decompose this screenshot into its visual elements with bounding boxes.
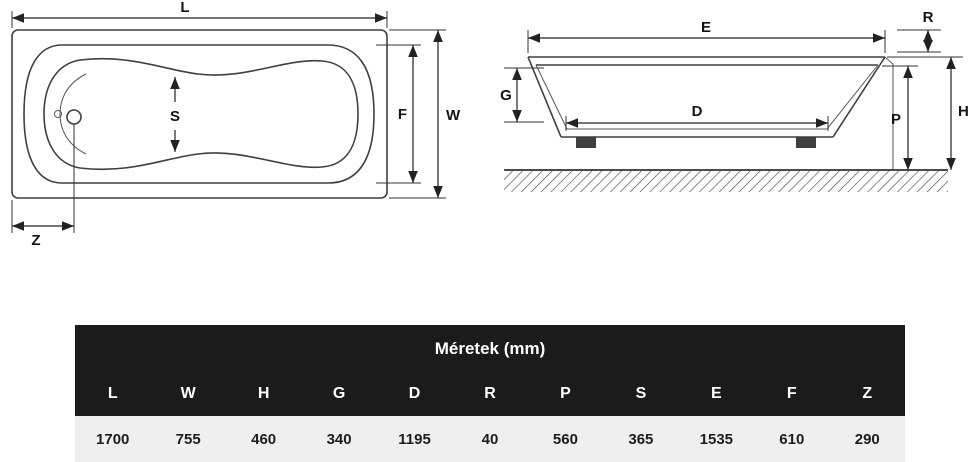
- dim-label-S: S: [170, 108, 180, 125]
- technical-drawing: L W F S Z: [11, 0, 969, 249]
- dim-label-Z: Z: [31, 232, 40, 249]
- column-header: F: [786, 385, 797, 402]
- drain-hole-icon: [54, 110, 62, 118]
- dimensions-table: Méretek (mm) L W H G D R P S E F Z 1700 …: [75, 325, 905, 462]
- ground-hatch: [504, 171, 948, 192]
- dim-label-P: P: [891, 111, 901, 128]
- table-header: Méretek (mm) L W H G D R P S E F Z: [75, 325, 905, 416]
- column-header: Z: [862, 385, 873, 402]
- column-header: E: [711, 385, 722, 402]
- column-header: G: [332, 385, 346, 402]
- value-cell: 365: [628, 430, 654, 448]
- tub-foot: [576, 137, 596, 148]
- dim-label-G: G: [500, 87, 512, 104]
- dim-label-F: F: [398, 106, 407, 123]
- left-inner-wall: [535, 64, 568, 130]
- column-header: H: [257, 385, 270, 402]
- value-cell: 290: [854, 430, 880, 448]
- dim-label-D: D: [692, 103, 703, 120]
- left-outer-wall: [527, 56, 562, 138]
- value-cell: 755: [175, 430, 201, 448]
- value-cell: 560: [552, 430, 578, 448]
- value-cell: 40: [481, 430, 499, 448]
- dim-label-R: R: [923, 9, 934, 26]
- table-values-row: 1700 755 460 340 1195 40 560 365 1535 61…: [75, 416, 905, 462]
- dim-label-L: L: [180, 0, 189, 16]
- value-cell: 1700: [96, 430, 130, 448]
- value-cell: 1535: [699, 430, 734, 448]
- column-header: S: [635, 385, 647, 402]
- table-column-headers: L W H G D R P S E F Z: [75, 372, 905, 416]
- bathtub-top-view: L W F S Z: [11, 0, 461, 249]
- value-cell: 610: [779, 430, 805, 448]
- dim-label-E: E: [701, 19, 711, 36]
- dim-label-W: W: [446, 107, 461, 124]
- dim-label-H: H: [958, 103, 969, 120]
- column-header: P: [560, 385, 571, 402]
- tub-rim-contour: [23, 44, 375, 184]
- value-cell: 340: [326, 430, 352, 448]
- tub-outer-rect: [11, 29, 388, 199]
- overflow-hole-icon: [66, 109, 82, 125]
- rim-lip: [884, 56, 894, 65]
- headrest-contour: [59, 73, 87, 155]
- value-cell: 460: [251, 430, 277, 448]
- value-cell: 1195: [398, 430, 431, 448]
- column-header: L: [107, 385, 118, 402]
- tub-foot: [796, 137, 816, 148]
- right-outer-wall: [832, 56, 886, 138]
- bathtub-side-view: E R G D P H: [500, 9, 969, 192]
- column-header: R: [484, 385, 496, 402]
- right-inner-wall: [826, 64, 879, 130]
- column-header: D: [408, 385, 421, 402]
- column-header: W: [180, 385, 196, 402]
- table-title: Méretek (mm): [434, 338, 546, 358]
- tub-inner-contour: [43, 57, 359, 171]
